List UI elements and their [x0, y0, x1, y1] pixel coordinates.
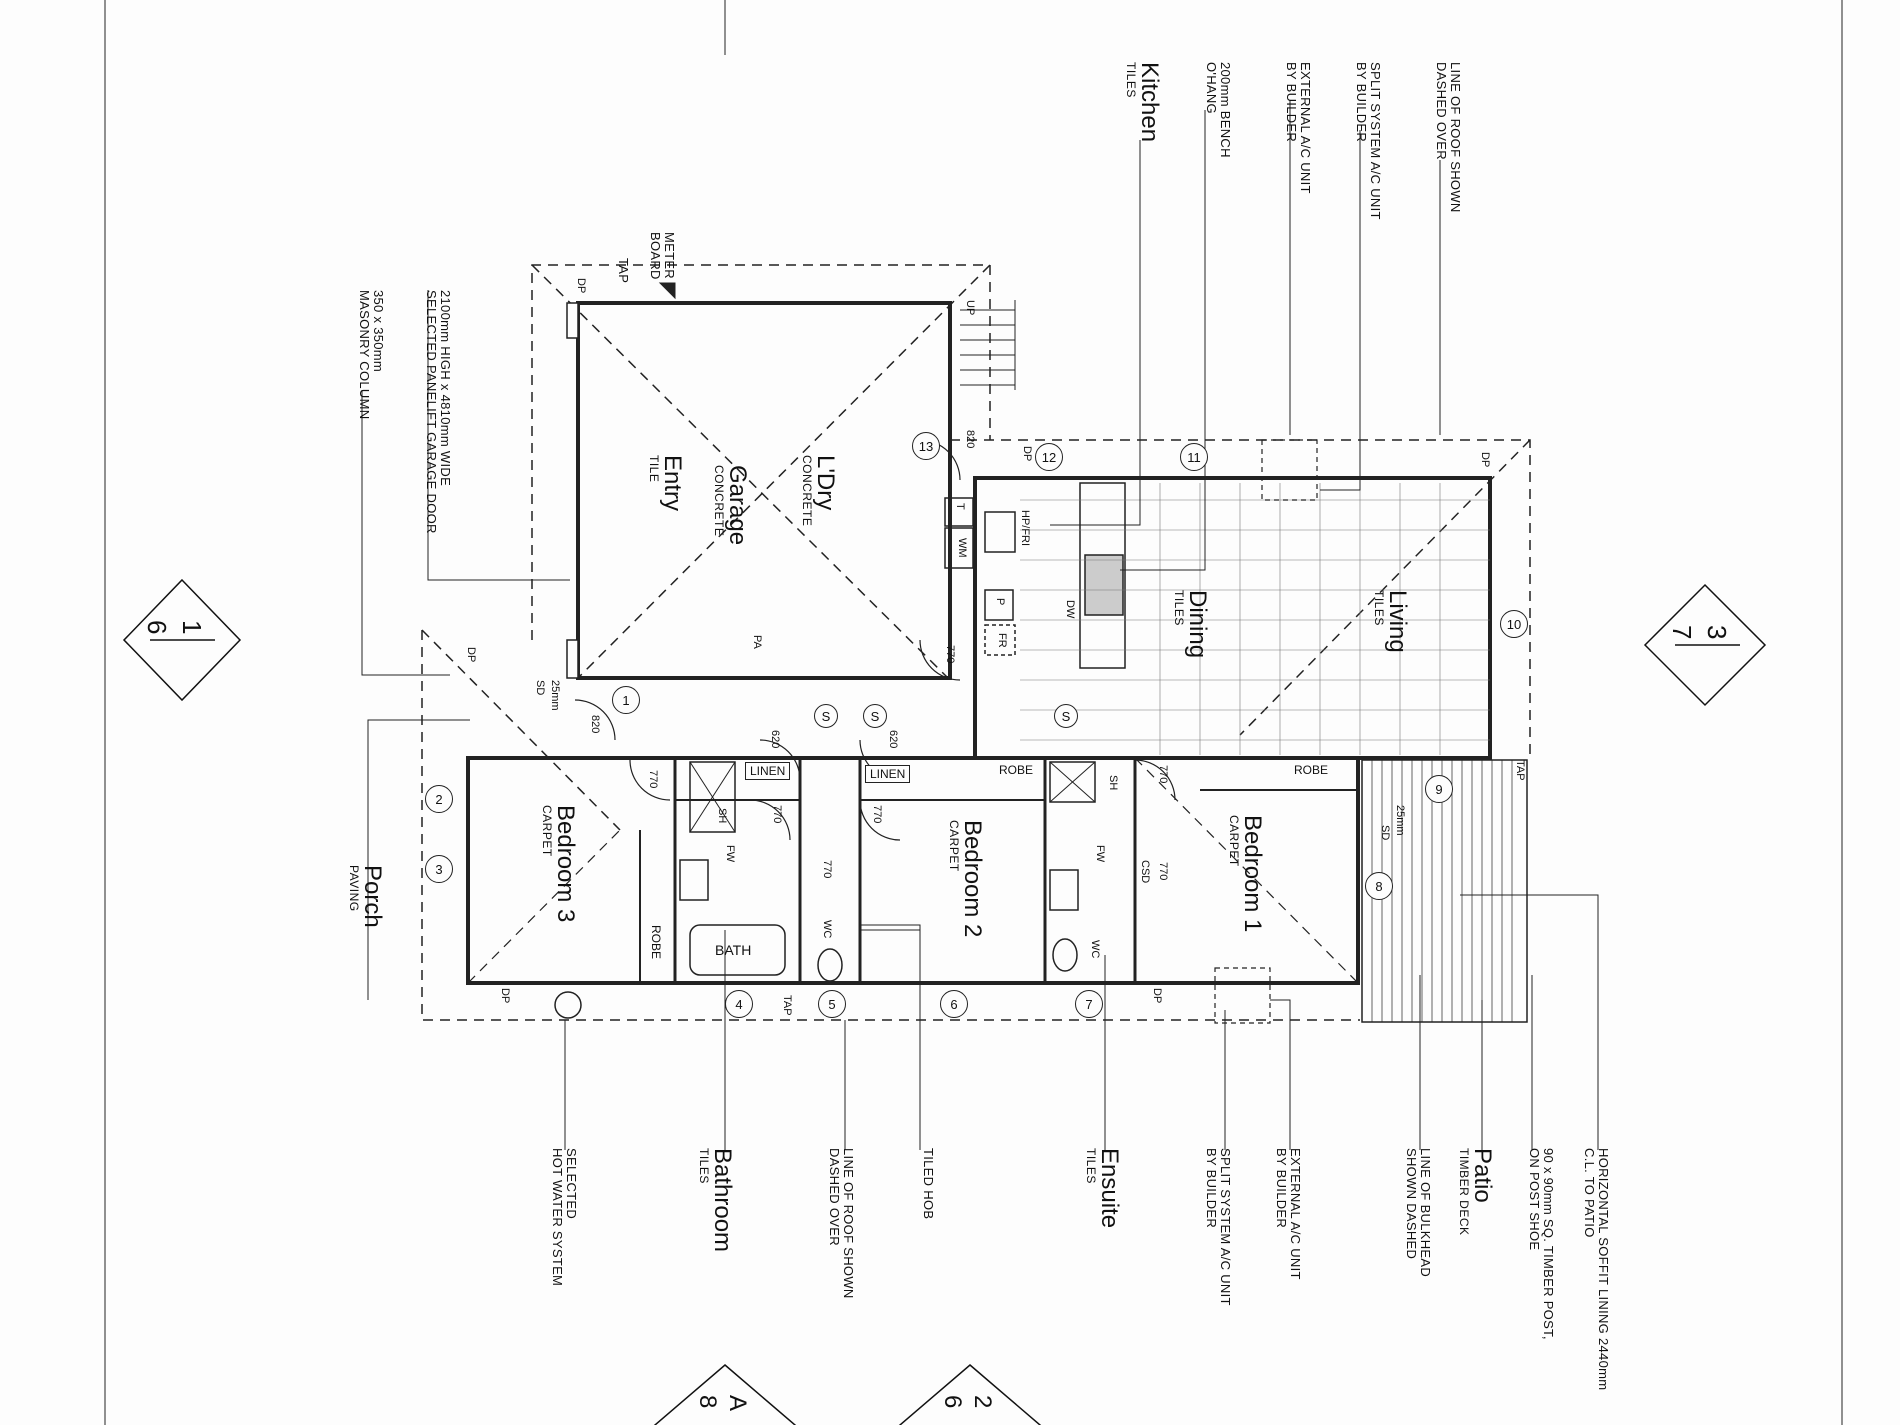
section-2-bottom: 7	[1667, 625, 1697, 640]
fridge-label: FR	[996, 633, 1008, 648]
sd-size-porch: 25mm	[549, 680, 561, 711]
csd-width: 770	[1157, 862, 1169, 881]
door-width-garage: 770	[944, 645, 956, 664]
dp-bed1: DP	[1151, 988, 1163, 1004]
sd-size-patio: 25mm	[1394, 805, 1406, 836]
sd-label-patio: SD	[1379, 825, 1391, 841]
section-3-top: A	[724, 1395, 751, 1412]
grid-marker-13: 13	[912, 432, 940, 460]
grid-marker-9: 9	[1425, 775, 1453, 803]
section-4-top: 2	[969, 1395, 996, 1409]
section-3-bottom: 8	[694, 1395, 721, 1409]
tap-label-bath: TAP	[781, 995, 793, 1016]
linen-bathroom: LINEN	[745, 762, 791, 780]
tub-label: T	[954, 503, 966, 510]
smoke-detector-2: S	[1054, 704, 1078, 728]
robe-bedroom2: ROBE	[995, 762, 1038, 778]
grid-marker-5: 5	[818, 990, 846, 1018]
tap-label-patio: TAP	[1514, 760, 1526, 781]
grid-marker-3: 3	[425, 855, 453, 883]
grid-marker-7: 7	[1075, 990, 1103, 1018]
pantry-label: P	[994, 598, 1006, 606]
door-width-stair: 820	[964, 430, 976, 449]
grid-marker-6: 6	[940, 990, 968, 1018]
door-width-bath: 770	[771, 805, 783, 824]
door-width-bed1: 770	[1157, 765, 1169, 784]
timber-post-note: 90 x 90mm SQ. TIMBER POST,ON POST SHOE	[1527, 1148, 1556, 1340]
smoke-detector-1: S	[814, 704, 838, 728]
bath-label: BATH	[715, 942, 752, 958]
dishwasher-label: DW	[1064, 600, 1076, 619]
robe-bedroom3: ROBE	[649, 925, 663, 960]
meter-tap-label: TAP	[616, 258, 631, 284]
section-2-top: 3	[1702, 625, 1732, 640]
linen-bedroom2: LINEN	[865, 765, 911, 783]
fw-label-bath: FW	[724, 845, 736, 863]
grid-marker-11: 11	[1180, 443, 1208, 471]
door-width-linen-2: 620	[887, 730, 899, 749]
hp-fri-label: HP/FRI	[1019, 510, 1031, 547]
robe-bedroom1: ROBE	[1290, 762, 1333, 778]
dp-garage: DP	[575, 278, 587, 294]
wc-label-bath: WC	[821, 920, 833, 939]
shower-label-bath: SH	[716, 808, 728, 824]
grid-marker-4: 4	[725, 990, 753, 1018]
door-width-wc: 770	[821, 860, 833, 879]
wm-label: WM	[956, 538, 968, 558]
dp-bed3: DP	[499, 988, 511, 1004]
smoke-detector-3: S	[863, 704, 887, 728]
section-1-top: 1	[177, 620, 207, 635]
door-width-bed3: 770	[647, 770, 659, 789]
sd-label-porch: SD	[534, 680, 546, 696]
door-width-linen-1: 620	[769, 730, 781, 749]
door-width-bed2: 770	[871, 805, 883, 824]
grid-marker-8: 8	[1365, 872, 1393, 900]
dp-dining: DP	[1021, 446, 1033, 462]
csd-label: CSD	[1139, 860, 1151, 884]
dp-porch: DP	[465, 647, 477, 663]
fw-label-ensuite: FW	[1094, 845, 1106, 863]
shower-label-ensuite: SH	[1107, 775, 1119, 791]
section-4-bottom: 6	[939, 1395, 966, 1409]
door-width-porch: 820	[589, 715, 601, 734]
tiled-hob-note: TILED HOB	[921, 1148, 936, 1220]
grid-marker-1: 1	[612, 686, 640, 714]
grid-marker-2: 2	[425, 785, 453, 813]
grid-marker-12: 12	[1035, 443, 1063, 471]
grid-marker-10: 10	[1500, 610, 1528, 638]
dp-living: DP	[1479, 452, 1491, 468]
section-1-bottom: 6	[142, 620, 172, 635]
stair-up-label: UP	[964, 300, 976, 316]
pa-label: PA	[751, 635, 763, 649]
wc-label-ensuite: WC	[1089, 940, 1101, 959]
